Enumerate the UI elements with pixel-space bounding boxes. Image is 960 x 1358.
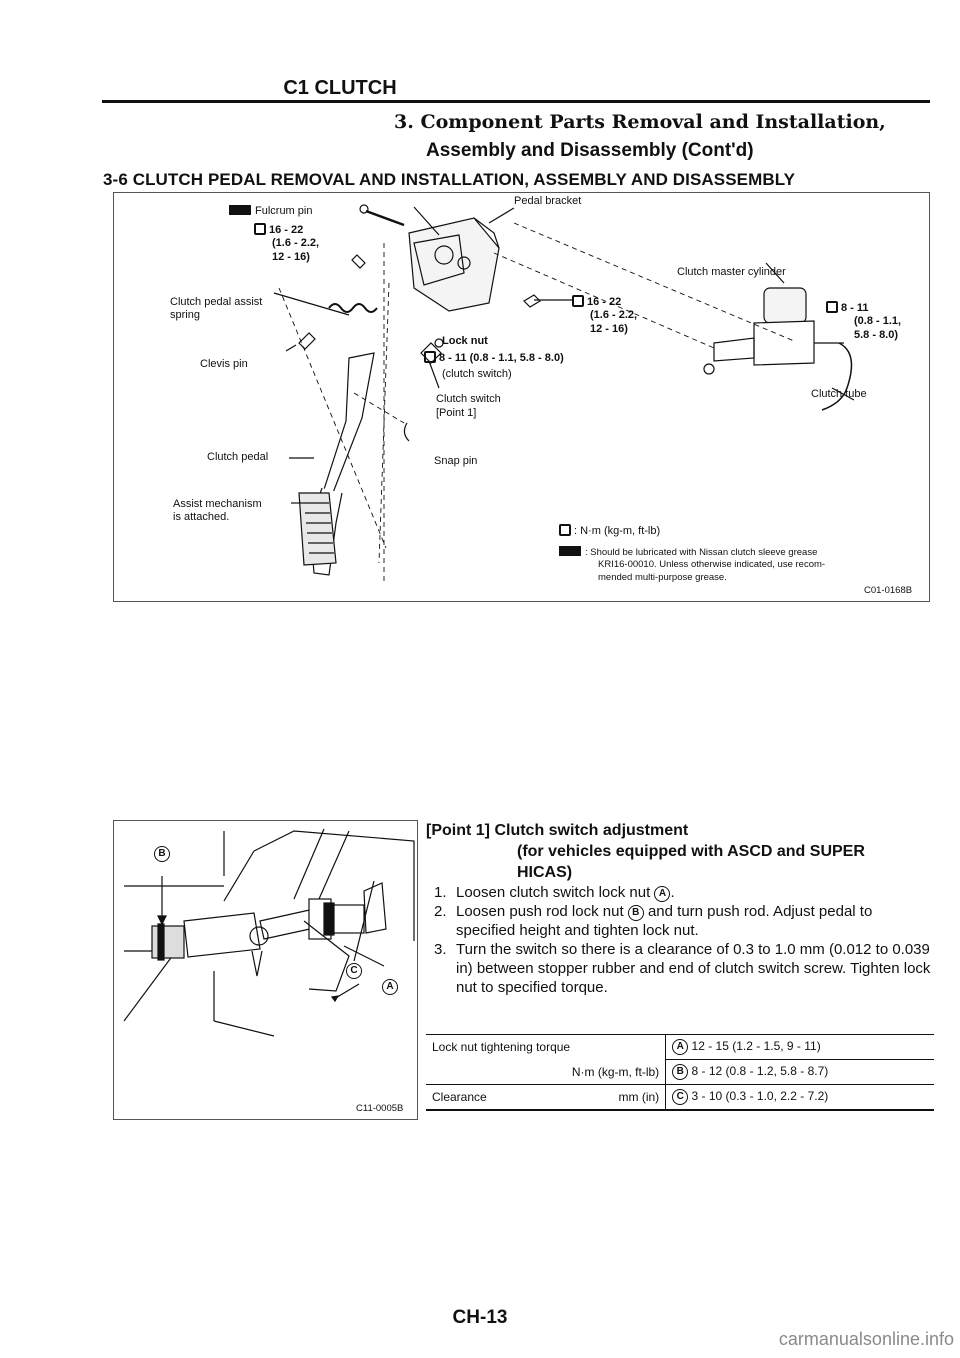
header-rule [102,100,930,103]
page-title: C1 CLUTCH [283,77,397,99]
clutch-master-cylinder-label: Clutch master cylinder [677,266,786,278]
torque-wrench-icon [254,223,266,235]
switch-drawing [123,828,415,1037]
snap-pin-label: Snap pin [434,455,478,467]
clutch-pedal-exploded-diagram: Fulcrum pin 16 - 22 (1.6 - 2.2, 12 - 16)… [113,192,930,602]
torque-spec-master-cylinder-3: 5.8 - 8.0) [854,329,899,341]
clutch-pedal-label: Clutch pedal [207,451,269,463]
clutch-switch-note: (clutch switch) [442,368,512,380]
torque-wrench-icon [826,301,838,313]
marker-b: B [627,905,644,921]
legend-grease: : Should be lubricated with Nissan clutc… [559,546,817,559]
clutch-switch-adjustment-diagram: B A C C11-0005B [113,820,418,1120]
step-1: 1. Loosen clutch switch lock nut A. [434,884,675,902]
subsection-title: 3-6 CLUTCH PEDAL REMOVAL AND INSTALLATIO… [103,170,796,189]
assist-mechanism-note: is attached. [173,511,230,523]
assist-mechanism-label: Assist mechanism [173,498,262,510]
legend-grease-2: KRI16-00010. Unless otherwise indicated,… [598,559,826,570]
pedal-bracket-label: Pedal bracket [514,195,582,207]
legend-grease-3: mended multi-purpose grease. [598,572,727,583]
spring-label: spring [170,309,200,321]
torque-spec-master-cylinder: 8 - 11 [826,301,869,315]
torque-spec-bracket: 16 - 22 [572,295,621,309]
section-heading: 3. Component Parts Removal and Installat… [394,111,886,133]
clutch-pedal-assist-label: Clutch pedal assist [170,296,263,308]
clutch-switch-label: Clutch switch [436,393,501,405]
marker-a: A [654,886,671,902]
diagram-drawing [273,204,855,585]
grease-icon [559,546,581,556]
torque-b-value: B 8 - 12 (0.8 - 1.2, 5.8 - 8.7) [665,1059,934,1085]
torque-wrench-icon [572,295,584,307]
lock-nut-label: Lock nut [442,335,488,347]
clearance-value: C 3 - 10 (0.3 - 1.0, 2.2 - 7.2) [665,1084,934,1111]
torque-unit: N·m (kg-m, ft-lb) [571,1064,660,1079]
section-subheading: Assembly and Disassembly (Cont'd) [426,140,754,161]
torque-spec-fulcrum-2: (1.6 - 2.2, [272,237,320,249]
torque-spec-master-cylinder-2: (0.8 - 1.1, [854,315,902,327]
page-number: CH-13 [452,1307,508,1328]
torque-label: Lock nut tightening torque [426,1034,666,1060]
fulcrum-pin-label: Fulcrum pin [229,205,312,218]
marker-c: C [346,963,362,979]
clutch-tube-label: Clutch tube [811,388,867,400]
step-3: 3. Turn the switch so there is a clearan… [434,941,931,996]
clevis-pin-label: Clevis pin [200,358,248,370]
grease-icon [229,205,251,215]
figure-code: C01-0168B [864,585,913,596]
point1-heading: [Point 1] Clutch switch adjustment (for … [426,822,865,881]
torque-wrench-icon [559,524,571,536]
torque-spec-fulcrum-3: 12 - 16) [272,251,310,263]
torque-spec-bracket-2: (1.6 - 2.2, [590,309,638,321]
marker-a: A [382,979,398,995]
torque-spec-lock-nut: 8 - 11 (0.8 - 1.1, 5.8 - 8.0) [424,351,564,365]
torque-spec-fulcrum: 16 - 22 [254,223,303,237]
clearance-label: Clearance mm (in) [426,1084,666,1111]
torque-spec-bracket-3: 12 - 16) [590,323,628,335]
spec-table: Lock nut tightening torque A 12 - 15 (1.… [426,1034,934,1111]
torque-wrench-icon [424,351,436,363]
watermark: carmanualsonline.info [778,1329,954,1349]
torque-a-value: A 12 - 15 (1.2 - 1.5, 9 - 11) [665,1034,934,1060]
point1-reference: [Point 1] [436,407,477,419]
step-2: 2. Loosen push rod lock nut B and turn p… [434,903,873,939]
legend-torque: : N·m (kg-m, ft-lb) [559,524,660,538]
marker-b: B [154,846,170,862]
figure-code: C11-0005B [356,1103,404,1114]
adjustment-steps: 1. Loosen clutch switch lock nut A. 2. L… [434,883,934,997]
